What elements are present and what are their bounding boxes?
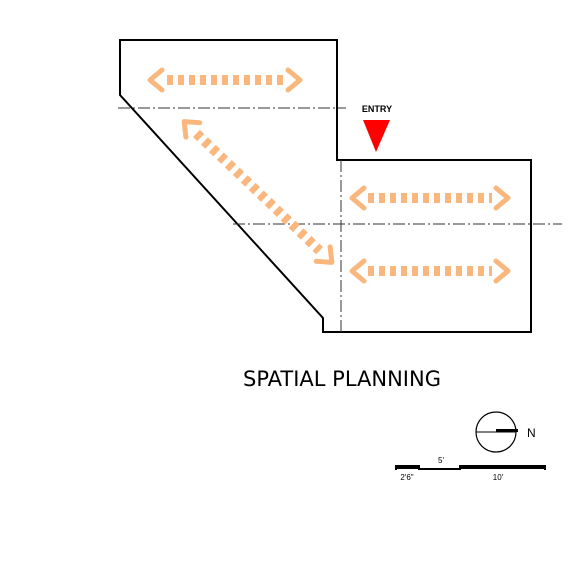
circulation-arrow-right-lower: [349, 258, 511, 284]
diagram-title: SPATIAL PLANNING: [243, 367, 441, 391]
entry-label: ENTRY: [362, 104, 392, 114]
circulation-arrow-right-upper: [349, 185, 511, 211]
scale-label-full: 10': [493, 473, 504, 482]
floor-plan-outline: [119, 39, 532, 333]
reference-lines: [118, 107, 562, 332]
entry-triangle-icon: [363, 120, 390, 152]
scale-label-half: 5': [438, 456, 444, 465]
scale-label-quarter: 2'6": [400, 473, 413, 482]
circulation-arrow-diagonal: [181, 119, 335, 265]
scale-bar: [395, 465, 546, 470]
north-arrow-icon: [475, 411, 518, 453]
circulation-arrow-top: [147, 67, 303, 93]
north-label: N: [527, 426, 536, 440]
circulation-arrows: [147, 67, 511, 284]
